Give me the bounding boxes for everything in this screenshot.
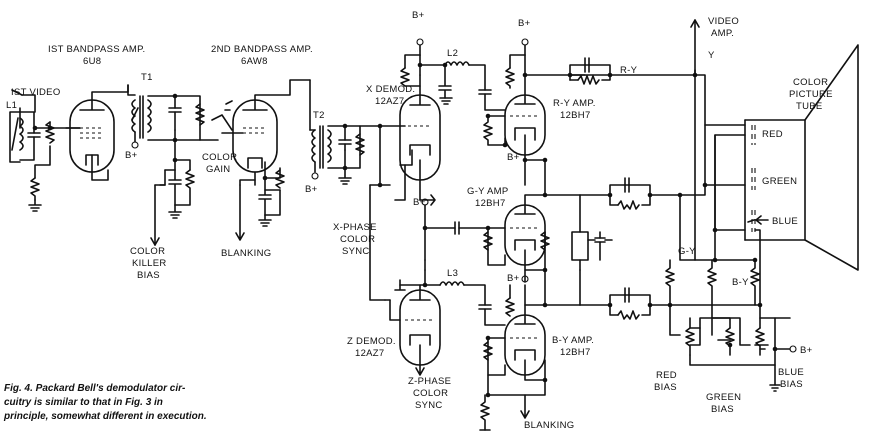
labels: IST VIDEO L1 IST BANDPASS AMP. 6U8 T1 B+… — [6, 10, 833, 431]
label-blue-bias2: BIAS — [780, 379, 803, 390]
label-gy-amp-tube: 12BH7 — [475, 198, 506, 209]
label-z-phase3: SYNC — [415, 400, 443, 411]
label-t2: T2 — [313, 110, 325, 121]
label-g-y: G-Y — [678, 246, 696, 257]
label-blue-bias: BLUE — [778, 367, 804, 378]
label-z-phase2: COLOR — [413, 388, 448, 399]
caption-line3: principle, somewhat different in executi… — [3, 411, 207, 422]
label-bplus-ry: B+ — [518, 18, 531, 29]
transformer-t2 — [309, 79, 383, 185]
label-blanking-bottom: BLANKING — [524, 420, 574, 431]
label-color-killer: COLOR — [130, 246, 165, 257]
gy-output — [571, 177, 758, 271]
tube-6aw8 — [199, 79, 311, 241]
label-z-demod-tube: 12AZ7 — [355, 348, 385, 359]
label-bandpass2: 2ND BANDPASS AMP. — [211, 44, 313, 55]
label-z-demod: Z DEMOD. — [347, 336, 396, 347]
label-color-killer2: KILLER — [132, 258, 167, 269]
label-by-amp-tube: 12BH7 — [560, 347, 591, 358]
label-x-demod-tube: 12AZ7 — [375, 96, 405, 107]
label-bplus-mid: B+ — [507, 152, 520, 163]
label-b-y: B-Y — [732, 277, 749, 288]
label-cpt3: TUBE — [796, 101, 823, 112]
by-output — [579, 269, 763, 320]
label-cpt1: COLOR — [793, 77, 828, 88]
tube-6u8 — [65, 84, 129, 181]
caption-line1: Fig. 4. Packard Bell's demodulator cir- — [4, 383, 186, 394]
z-demod-tube — [384, 269, 506, 376]
bias-matrix — [665, 229, 797, 392]
label-green: GREEN — [762, 176, 797, 187]
label-by-amp: B-Y AMP. — [552, 335, 594, 346]
label-bplus-x: B+ — [412, 10, 425, 21]
label-t1: T1 — [141, 72, 153, 83]
label-bandpass1: IST BANDPASS AMP. — [48, 44, 146, 55]
label-bplus-by: B+ — [507, 273, 520, 284]
label-red-bias2: BIAS — [654, 382, 677, 393]
label-color-gain: COLOR — [202, 152, 237, 163]
label-bplus-t2: B+ — [305, 184, 318, 195]
label-blue: BLUE — [772, 216, 798, 227]
transformer-t1 — [127, 84, 205, 149]
figure-caption: Fig. 4. Packard Bell's demodulator cir- … — [3, 383, 207, 422]
label-green-bias2: BIAS — [711, 404, 734, 415]
label-y: Y — [708, 50, 715, 61]
label-green-bias: GREEN — [706, 392, 741, 403]
label-r-y: R-Y — [620, 65, 638, 76]
x-demod-tube — [369, 38, 506, 301]
label-ry-amp: R-Y AMP. — [553, 98, 596, 109]
y-signal-line — [690, 19, 746, 261]
label-bplus-gy: B+ — [413, 197, 426, 208]
label-bplus-t1: B+ — [125, 150, 138, 161]
label-l1: L1 — [6, 100, 17, 111]
label-z-phase: Z-PHASE — [408, 376, 451, 387]
caption-line2: cuitry is similar to that in Fig. 3 in — [4, 397, 163, 408]
label-bandpass2-tube: 6AW8 — [241, 56, 268, 67]
label-ry-amp-tube: 12BH7 — [560, 110, 591, 121]
label-red: RED — [762, 129, 783, 140]
gy-amp-tube — [421, 157, 581, 273]
label-blanking-left: BLANKING — [221, 248, 271, 259]
bandpass2-bias — [239, 169, 285, 227]
label-x-phase2: COLOR — [340, 234, 375, 245]
label-color-gain2: GAIN — [206, 164, 230, 175]
color-killer-network — [150, 139, 195, 246]
color-picture-tube — [744, 44, 859, 271]
label-red-bias: RED — [656, 370, 677, 381]
label-l3: L3 — [447, 268, 458, 279]
label-x-phase: X-PHASE — [333, 222, 377, 233]
input-stage — [9, 89, 81, 212]
label-l2: L2 — [447, 48, 458, 59]
label-color-killer3: BIAS — [137, 270, 160, 281]
by-amp-tube — [479, 269, 581, 431]
label-ist-video: IST VIDEO — [11, 87, 61, 98]
label-video-amp: VIDEO — [708, 16, 739, 27]
label-x-phase3: SYNC — [342, 246, 370, 257]
label-video-amp2: AMP. — [711, 28, 734, 39]
label-bplus-right: B+ — [800, 345, 813, 356]
label-bandpass1-tube: 6U8 — [83, 56, 101, 67]
label-gy-amp: G-Y AMP — [467, 186, 509, 197]
label-x-demod: X DEMOD. — [366, 84, 415, 95]
label-cpt2: PICTURE — [789, 89, 833, 100]
